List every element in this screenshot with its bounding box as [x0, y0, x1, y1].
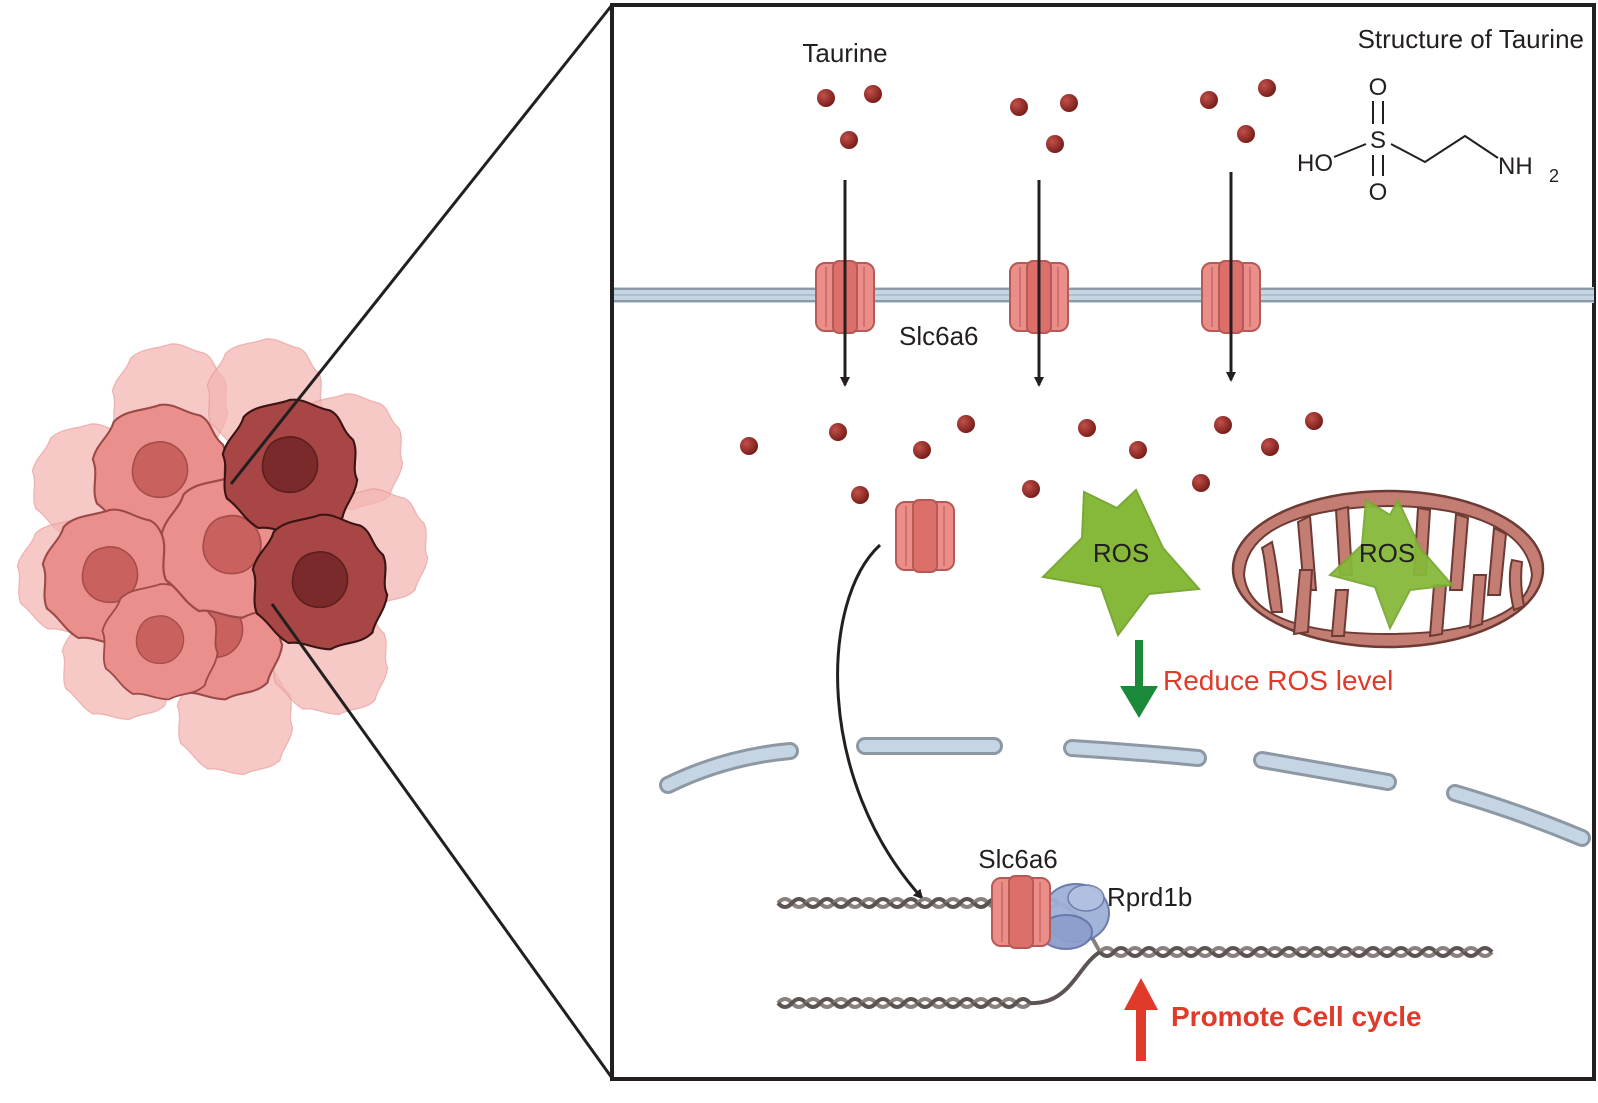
ros-star-icon	[1328, 497, 1454, 631]
plasma-membrane	[614, 287, 1594, 303]
taurine-structure: Structure of Taurine O S O HO NH 2	[1297, 24, 1584, 206]
ros-label-mitochondria: ROS	[1359, 538, 1415, 568]
structure-ho: HO	[1297, 150, 1333, 177]
nuclear-envelope	[659, 737, 1591, 847]
ros-star-icon	[1040, 488, 1202, 638]
taurine-label: Taurine	[802, 38, 887, 68]
rprd1b-label: Rprd1b	[1107, 882, 1192, 912]
slc6a6-transporter-icon	[991, 875, 1051, 949]
zoom-line-top	[229, 4, 614, 485]
zoom-line-bottom	[270, 603, 614, 1079]
structure-nh: NH	[1498, 153, 1533, 180]
mitochondrion-icon	[1231, 489, 1545, 649]
ros-label-cytoplasm: ROS	[1093, 538, 1149, 568]
structure-o-top: O	[1369, 74, 1388, 101]
structure-title: Structure of Taurine	[1358, 24, 1584, 54]
slc6a6-nuclear-label: Slc6a6	[978, 844, 1058, 874]
slc6a6-transporter-icon	[895, 499, 955, 573]
nuclear-translocation-arrow	[836, 543, 924, 900]
slc6a6-membrane-label: Slc6a6	[899, 321, 979, 351]
promote-cell-cycle-arrow	[1124, 978, 1158, 1061]
promote-cell-cycle-label: Promote Cell cycle	[1171, 1001, 1422, 1032]
extracellular-taurine-dots	[817, 79, 1276, 153]
reduce-ros-label: Reduce ROS level	[1163, 665, 1393, 696]
structure-o-bottom: O	[1369, 179, 1388, 206]
structure-s: S	[1370, 127, 1386, 154]
reduce-ros-arrow	[1120, 640, 1158, 718]
intracellular-taurine-dots	[740, 412, 1323, 504]
tumor-cell-cluster-icon	[16, 338, 429, 776]
rprd1b-protein-icon	[1039, 883, 1110, 950]
structure-subscript: 2	[1549, 166, 1559, 186]
